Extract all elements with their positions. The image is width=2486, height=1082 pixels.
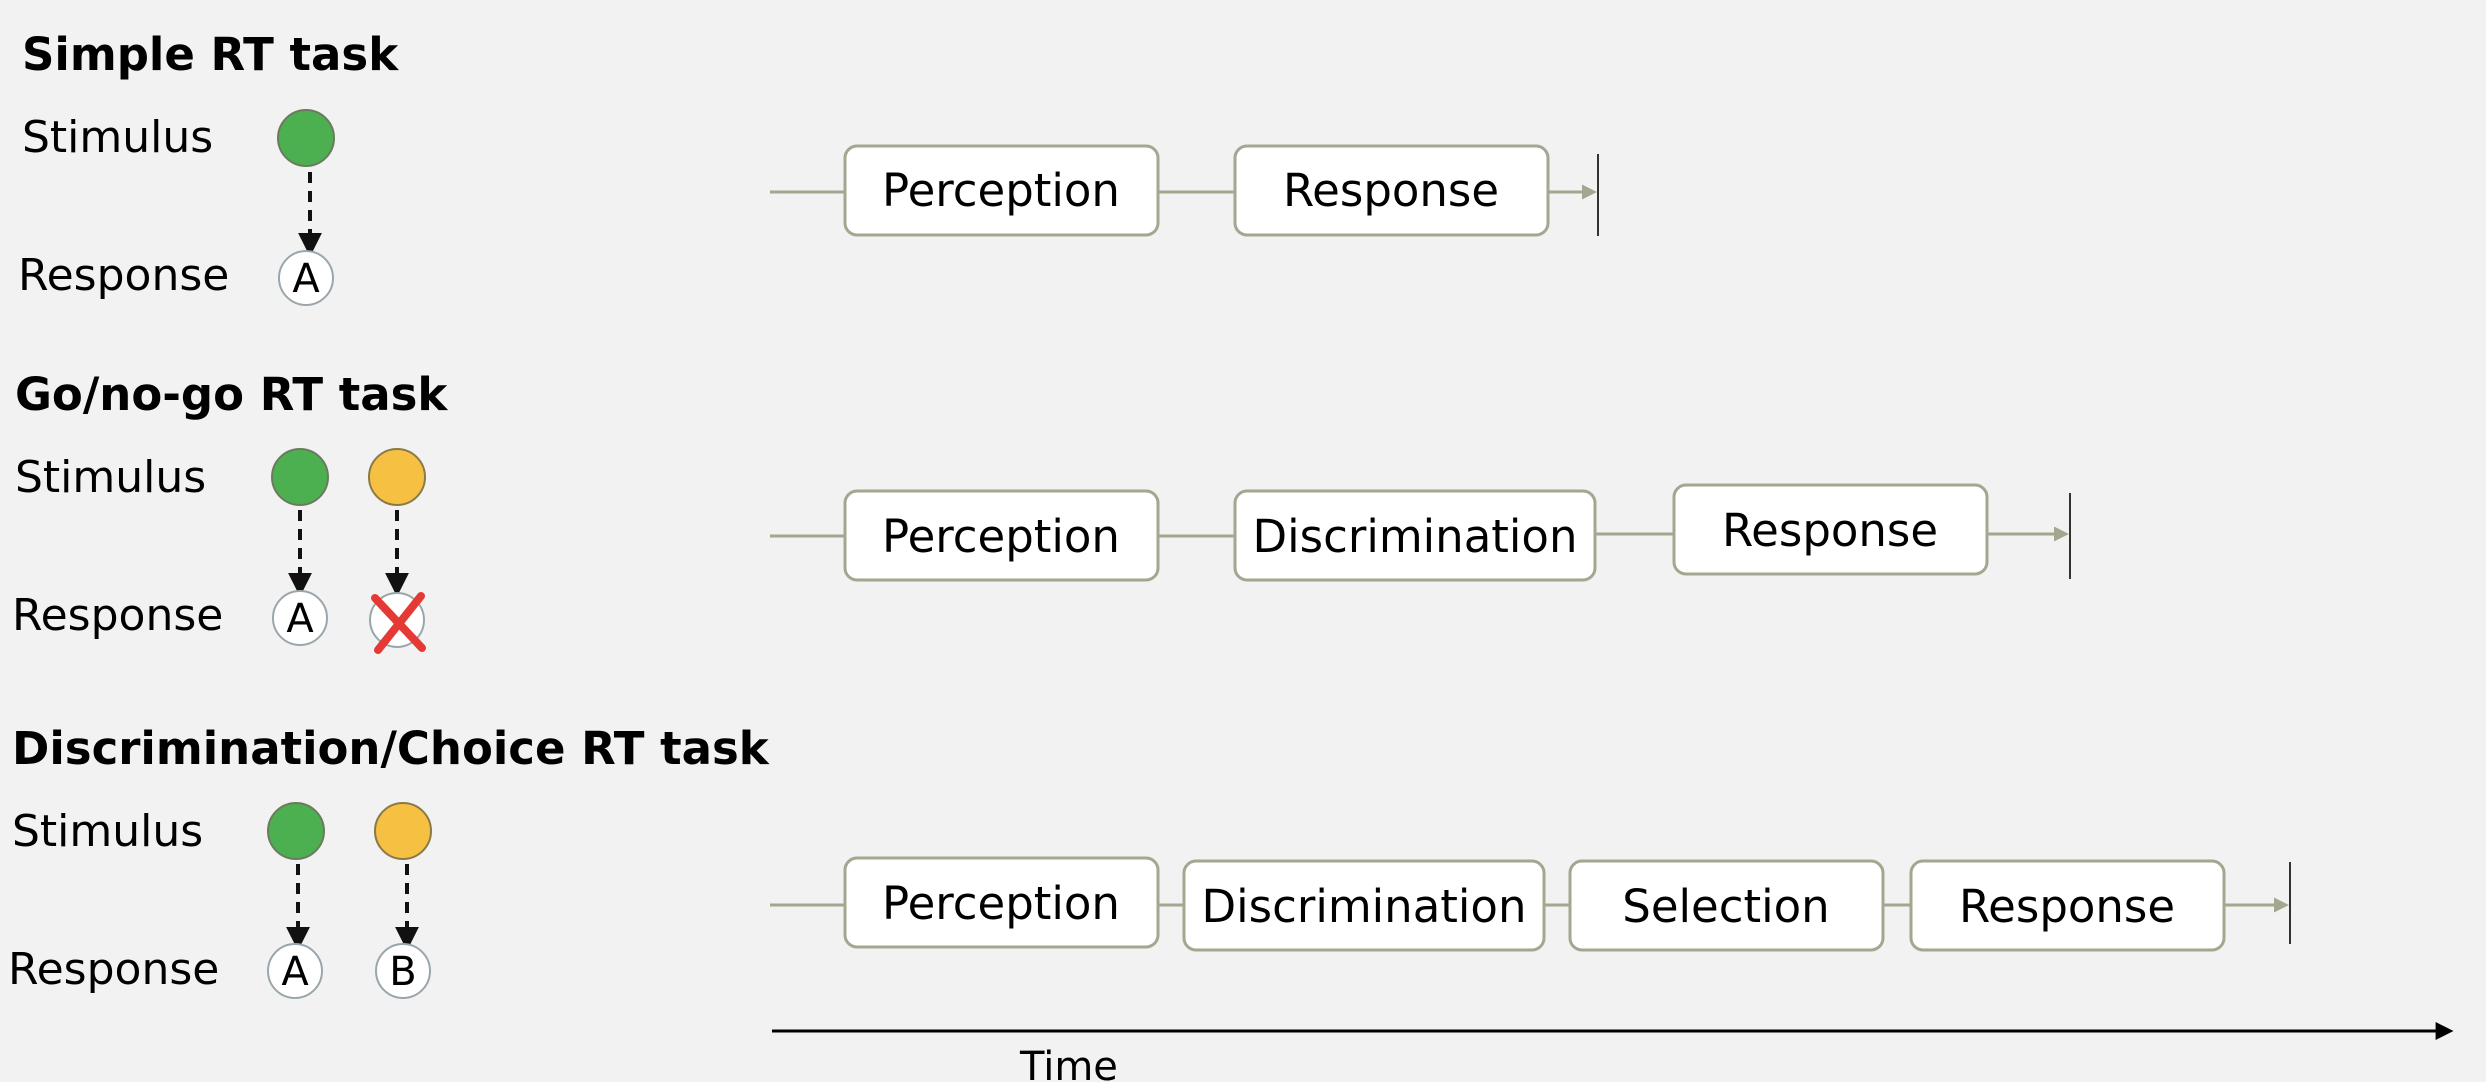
response-circle bbox=[375, 943, 431, 999]
stimulus-label: Stimulus bbox=[12, 806, 203, 857]
response-letter: B bbox=[389, 949, 416, 995]
no-response-cross-icon bbox=[371, 592, 426, 654]
task-title: Go/no-go RT task bbox=[15, 368, 448, 421]
nogo-stimulus-circle bbox=[368, 448, 426, 506]
response-letter: A bbox=[292, 256, 320, 302]
task-title: Discrimination/Choice RT task bbox=[12, 722, 770, 775]
task-title: Simple RT task bbox=[22, 28, 399, 81]
time-axis: Time bbox=[772, 1022, 2454, 1082]
response-label: Response bbox=[8, 944, 219, 995]
stage-box-perception bbox=[843, 856, 1160, 949]
stage-box-response bbox=[1672, 483, 1989, 576]
stimulus-label: Stimulus bbox=[22, 112, 213, 163]
stage-label: Perception bbox=[882, 877, 1120, 930]
task-simple-rt: Simple RT task Stimulus Response A Perce… bbox=[18, 28, 1599, 306]
stage-label: Selection bbox=[1622, 880, 1829, 933]
response-circle bbox=[267, 943, 323, 999]
response-circle bbox=[272, 590, 328, 646]
response-label: Response bbox=[12, 590, 223, 641]
stage-label: Response bbox=[1722, 504, 1938, 557]
go-stimulus-circle bbox=[271, 448, 329, 506]
stage-label: Response bbox=[1959, 880, 2175, 933]
stimulus-label: Stimulus bbox=[15, 452, 206, 503]
stage-label: Discrimination bbox=[1202, 880, 1527, 933]
task-choice-rt: Discrimination/Choice RT task Stimulus R… bbox=[8, 722, 2291, 999]
go-stimulus-circle bbox=[267, 802, 325, 860]
stage-label: Perception bbox=[882, 510, 1120, 563]
task-go-nogo-rt: Go/no-go RT task Stimulus Response A Per… bbox=[12, 368, 2071, 654]
stage-label: Discrimination bbox=[1253, 510, 1578, 563]
response-circle bbox=[278, 250, 334, 306]
time-axis-label: Time bbox=[1019, 1044, 1118, 1082]
response-letter: A bbox=[286, 596, 314, 642]
stage-label: Response bbox=[1283, 164, 1499, 217]
nogo-stimulus-circle bbox=[374, 802, 432, 860]
response-letter: A bbox=[281, 949, 309, 995]
stage-label: Perception bbox=[882, 164, 1120, 217]
go-stimulus-circle bbox=[277, 109, 335, 167]
response-label: Response bbox=[18, 250, 229, 301]
